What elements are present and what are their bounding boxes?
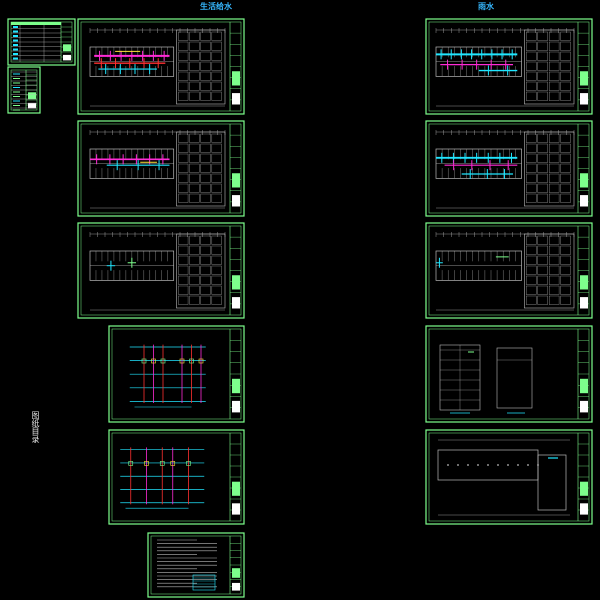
sheet-left-system-1[interactable] — [108, 325, 245, 423]
detail-plans — [439, 344, 533, 414]
right-column-header: 雨水 — [478, 2, 494, 11]
index-table-grid — [11, 22, 61, 62]
sheet-right-roof[interactable] — [425, 429, 593, 525]
left-column-header: 生活给水 — [200, 2, 232, 11]
floor-plan — [89, 28, 226, 107]
sheet-legend-table[interactable] — [7, 66, 41, 114]
title-block — [577, 22, 589, 111]
title-block — [229, 22, 241, 111]
floor-plan — [89, 130, 226, 209]
sheet-left-notes[interactable] — [147, 532, 245, 598]
title-block — [577, 124, 589, 213]
sheet-left-system-2[interactable] — [108, 429, 245, 525]
side-label: 图纸目录 — [31, 411, 40, 443]
sheet-left-plan-2[interactable] — [77, 120, 245, 217]
floor-plan — [89, 232, 226, 311]
floor-plan — [435, 130, 575, 209]
sheet-right-plan-1[interactable] — [425, 18, 593, 115]
title-block — [577, 329, 589, 419]
title-block — [229, 329, 241, 419]
legend-grid — [11, 71, 37, 111]
sheet-right-plan-3[interactable] — [425, 222, 593, 319]
floor-plan — [435, 232, 575, 311]
sheet-right-detail[interactable] — [425, 325, 593, 423]
design-notes-text — [157, 539, 217, 591]
system-diagram — [129, 344, 206, 408]
sheet-left-plan-3[interactable] — [77, 222, 245, 319]
system-diagram — [120, 447, 205, 509]
title-block — [577, 226, 589, 315]
title-block — [577, 433, 589, 521]
sheet-right-plan-2[interactable] — [425, 120, 593, 217]
sheet-index-table[interactable] — [7, 18, 76, 66]
sheet-left-plan-1[interactable] — [77, 18, 245, 115]
title-block — [229, 124, 241, 213]
roof-plan — [437, 439, 570, 516]
floor-plan — [435, 28, 575, 107]
title-block — [229, 226, 241, 315]
title-block — [60, 22, 72, 62]
title-block — [229, 433, 241, 521]
title-block — [229, 536, 241, 594]
